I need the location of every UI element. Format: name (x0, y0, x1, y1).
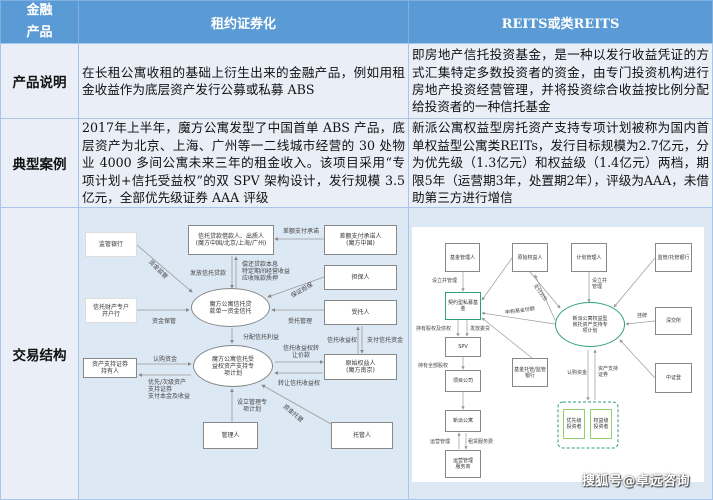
box-spv: SPV (445, 337, 481, 357)
label-beneficial-right: 信托收益权 (327, 337, 358, 344)
label-fund-custody: 资金保管 (152, 318, 177, 325)
label-repayment: 偿还贷款本息 特定期间经营收益 应收账款质押 (242, 261, 291, 282)
label-transfer-price: 信托收益权转 让价款 (283, 345, 320, 359)
label-setup-manage: 设立并管理 (432, 278, 458, 284)
label-pay-trust-funds: 支付信托资金 (367, 337, 404, 344)
box-private-fund: 契约型私募基金 (445, 292, 481, 320)
ellipse-reits-plan: 新派公寓权益型 房托资产支持专 项计划 (555, 302, 625, 347)
label-setup-manage-2: 设立并 管理 (592, 278, 608, 290)
label-pay-principal: 优先/次级资产 支持证券 支付本金及收益 (148, 379, 191, 400)
box-xinpai-apartment: 新派公寓 (445, 410, 481, 432)
label-transfer-right: 转让信托收益权 (278, 380, 321, 387)
label-subscribe-funds: 认购资金 (153, 356, 178, 363)
product-description-reits: 即房地产信托投资基金，是一种以发行收益凭证的方式汇集特定多数投资者的资金，由专门… (408, 43, 713, 119)
box-account-bank: 信托财产专户 开户行 (85, 298, 137, 323)
box-custody-bank: 监管/托管银行 (655, 243, 692, 272)
label-setup-plan: 设立管理专 项计划 (237, 399, 268, 413)
label-entrust-loan: 发放委贷 (470, 326, 491, 332)
header-financial-product: 金融 产品 (0, 0, 79, 44)
watermark: 搜狐号@卓远咨询 (582, 474, 691, 489)
box-fund-manager: 基金管理人 (445, 243, 480, 272)
box-borrower: 信托贷款借款人、出质人 (魔方中国/北京/上海/广州) (188, 225, 274, 255)
box-custodian: 托管人 (331, 422, 393, 449)
box-szse: 深交所 (655, 307, 692, 335)
label-service-fee: 租赁服务费 (468, 439, 494, 445)
box-security-holders: 资产支持证券 持有人 (83, 358, 137, 378)
label-hold-all-equity: 持有全部股权 (418, 363, 449, 369)
box-project-company: 项目公司 (445, 370, 481, 392)
label-shortfall-commit: 差额支付承诺 (283, 228, 320, 235)
label-distribute-benefit: 分配信托利益 (243, 334, 280, 341)
label-issue-loan: 发放信托贷款 (190, 270, 227, 277)
box-originator: 原始权益人 (魔方南京) (324, 354, 397, 380)
box-senior-investors: 优先级 投资者 (563, 409, 585, 439)
box-equity-investors: 权益级 投资者 (590, 409, 612, 439)
row-label-product-description: 产品说明 (0, 43, 79, 119)
box-originator-r: 原始权益人 (512, 243, 548, 272)
label-abs: 资产支持 证券 (598, 366, 619, 378)
box-shortfall-provider: 差额支付承诺人 (魔方中国) (324, 225, 397, 255)
box-operator: 运营管理 服务商 (445, 450, 481, 478)
label-trust-management: 受托管理 (288, 318, 313, 325)
label-hold-equity: 持有股权及债权 (416, 326, 452, 332)
box-csdc: 中证登 (655, 363, 692, 393)
row-label-typical-case: 典型案例 (0, 118, 79, 208)
label-listing: 挂牌 (637, 313, 648, 319)
ellipse-abs-plan: 魔方公寓信托受 益权资产支持专 项计划 (193, 345, 273, 387)
typical-case-abs: 2017年上半年，魔方公寓发型了中国首单 ABS 产品，底层资产为北京、上海、广… (78, 118, 409, 208)
box-manager: 管理人 (203, 422, 258, 449)
box-trustee: 受托人 (324, 300, 397, 325)
typical-case-reits: 新派公寓权益型房托资产支持专项计划被称为国内首单权益型公寓类REITs，发行目标… (408, 118, 713, 208)
label-subscribe: 认购资金 (567, 370, 588, 376)
box-supervisor-bank: 监管银行 (85, 232, 137, 257)
ellipse-single-trust: 魔方公寓信托贷 款单一资金信托 (191, 288, 270, 327)
box-plan-manager: 计划管理人 (571, 243, 607, 272)
product-description-abs: 在长租公寓收租的基础上衍生出来的金融产品，例如用租金收益作为底层资产发行公募或私… (78, 43, 409, 119)
box-guarantor: 担保人 (324, 265, 397, 290)
label-operation-mgmt: 运营管理 (430, 439, 451, 445)
box-fund-custody-bank: 基金托管/监管 银行 (512, 358, 548, 387)
